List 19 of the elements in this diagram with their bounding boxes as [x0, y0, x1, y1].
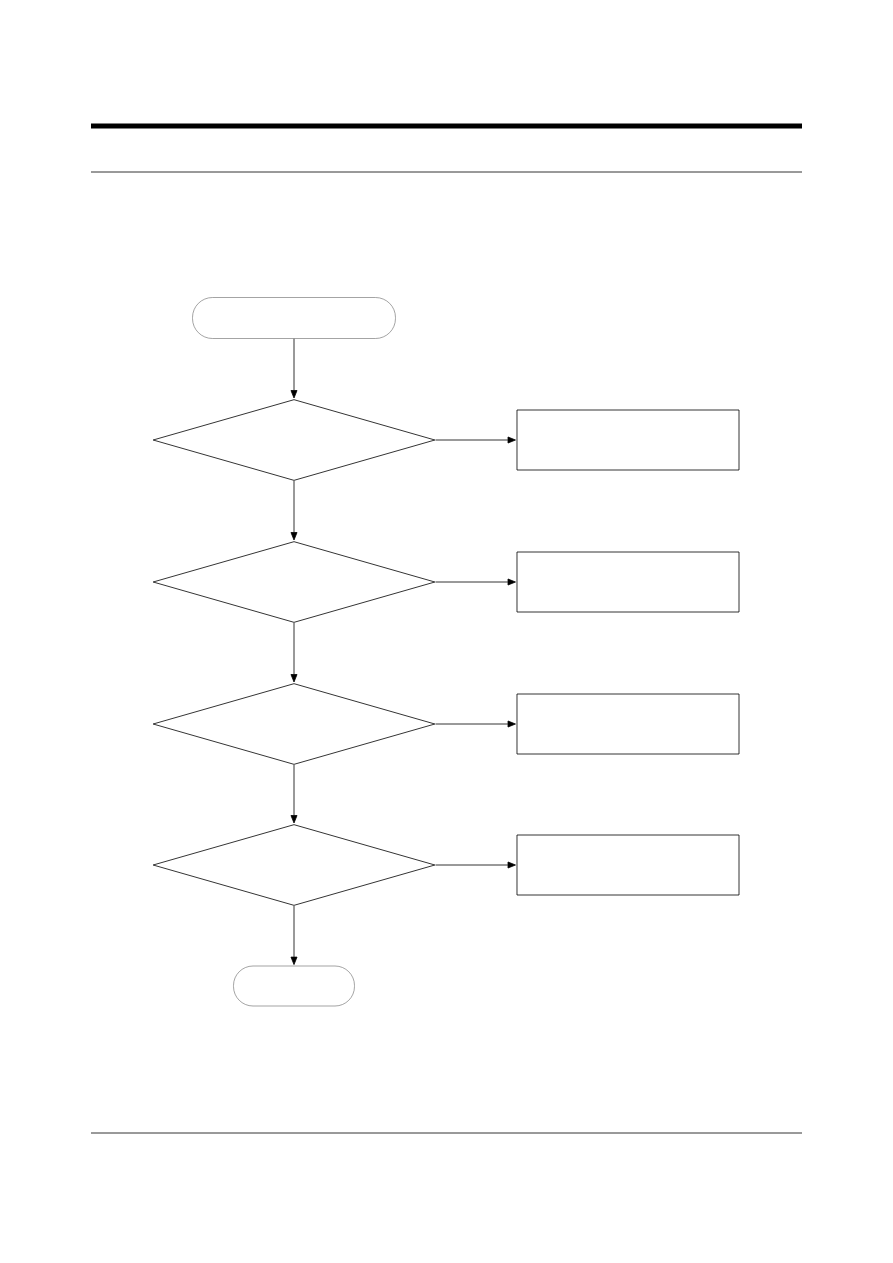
arrow — [290, 905, 298, 965]
decision-diamond — [152, 541, 436, 623]
decision-diamond — [152, 399, 436, 481]
arrow — [290, 338, 298, 399]
process-box — [516, 409, 740, 471]
process-box — [516, 551, 740, 613]
decision-diamond — [152, 824, 436, 906]
arrow — [290, 622, 298, 683]
arrow — [435, 861, 516, 869]
terminal-box — [192, 297, 396, 339]
process-box — [516, 693, 740, 755]
arrow — [290, 480, 298, 541]
arrow — [435, 578, 516, 586]
arrow — [290, 764, 298, 824]
decision-diamond — [152, 683, 436, 765]
arrow — [435, 720, 516, 728]
process-box — [516, 834, 740, 896]
terminal-box — [233, 965, 355, 1007]
arrow — [435, 436, 516, 444]
